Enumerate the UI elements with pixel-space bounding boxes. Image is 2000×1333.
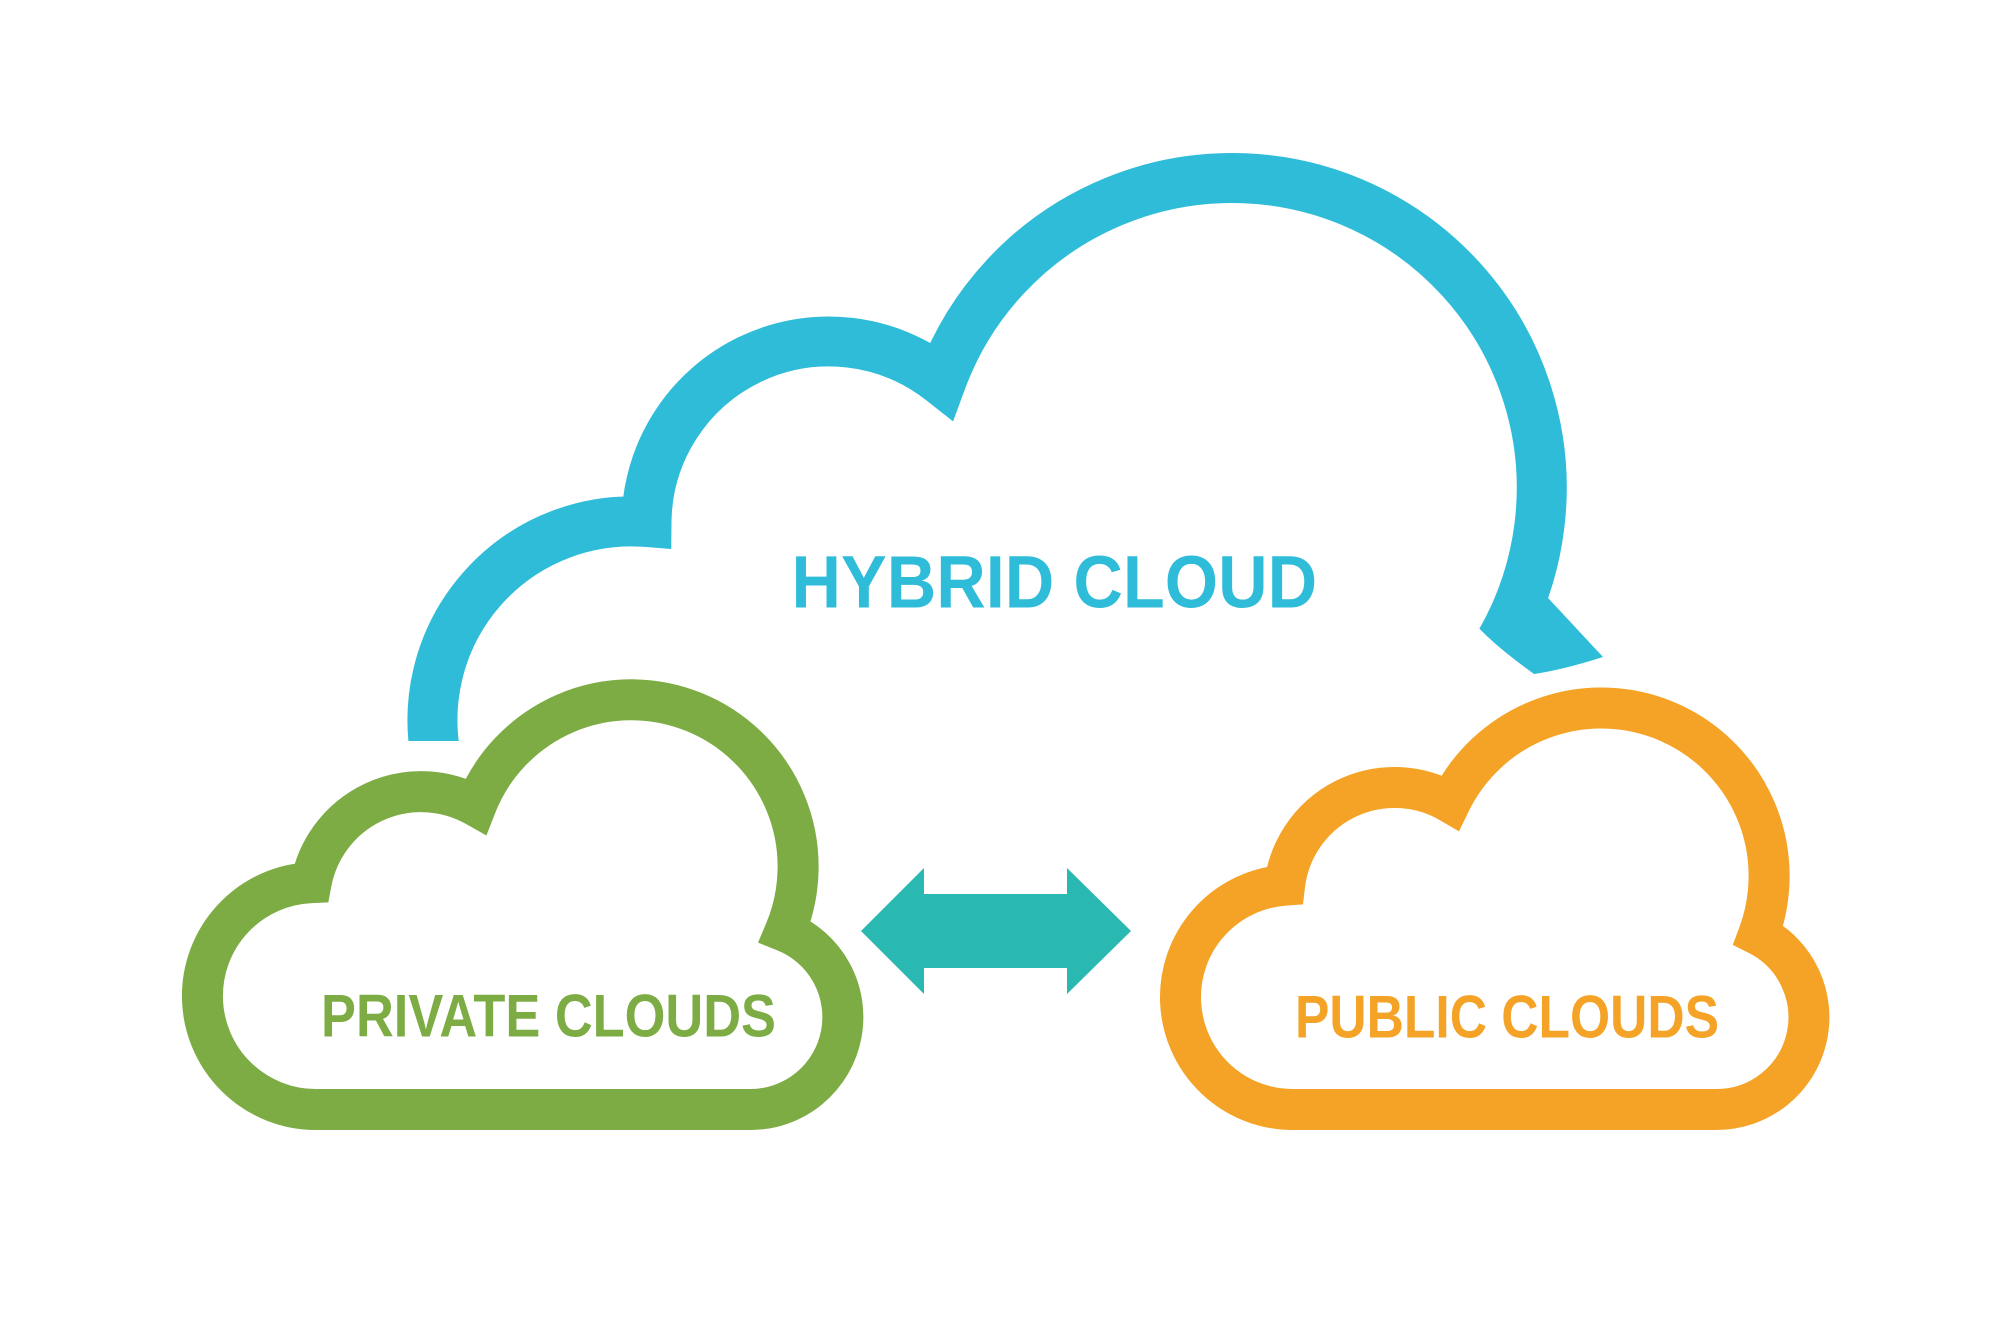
svg-text:PUBLIC CLOUDS: PUBLIC CLOUDS [1295, 984, 1719, 1051]
svg-text:HYBRID CLOUD: HYBRID CLOUD [792, 541, 1318, 624]
svg-text:PRIVATE CLOUDS: PRIVATE CLOUDS [321, 983, 776, 1050]
